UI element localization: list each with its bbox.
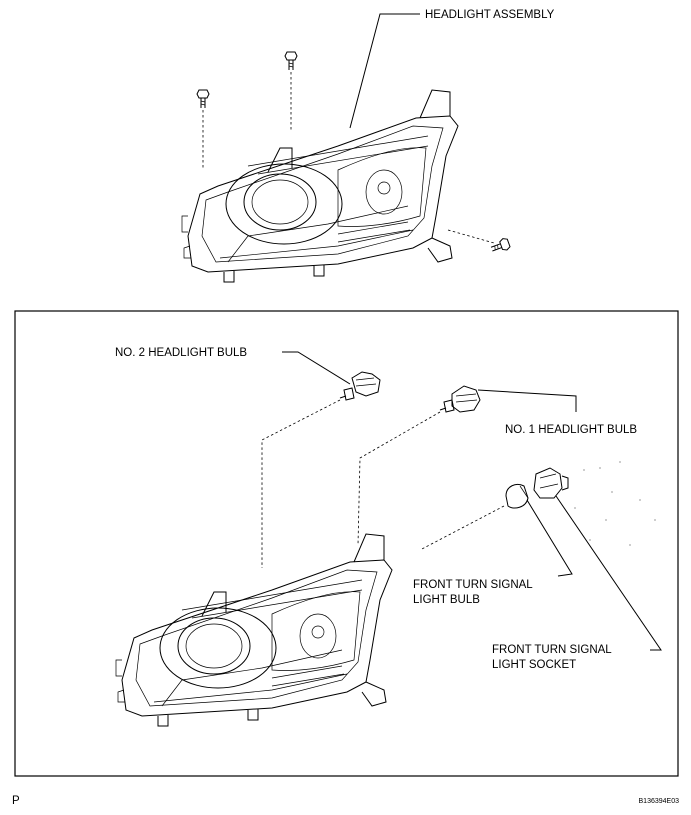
label-turn-signal-socket-line2: LIGHT SOCKET — [492, 659, 576, 671]
bolt-icon — [196, 89, 210, 109]
bolt-icon — [284, 51, 298, 71]
headlight-exploded-drawing — [115, 533, 393, 727]
turn-signal-bulb-icon — [505, 483, 529, 509]
bolt-icon — [489, 236, 512, 256]
label-headlight-assembly: HEADLIGHT ASSEMBLY — [425, 9, 555, 21]
no2-headlight-bulb-icon — [339, 371, 381, 401]
footer-left-code: P — [12, 795, 20, 807]
headlight-assembly-drawing — [181, 51, 512, 283]
texture-dots — [574, 461, 656, 546]
label-turn-signal-socket-line1: FRONT TURN SIGNAL — [492, 644, 612, 656]
label-turn-signal-bulb-line2: LIGHT BULB — [413, 594, 480, 606]
footer-right-code: B136394E03 — [639, 798, 680, 805]
no1-headlight-bulb-icon — [439, 385, 481, 413]
turn-signal-socket-icon — [533, 467, 569, 499]
detail-frame — [14, 310, 679, 777]
label-no2-headlight-bulb: NO. 2 HEADLIGHT BULB — [115, 347, 247, 359]
label-no1-headlight-bulb: NO. 1 HEADLIGHT BULB — [505, 424, 637, 436]
label-turn-signal-bulb-line1: FRONT TURN SIGNAL — [413, 579, 533, 591]
